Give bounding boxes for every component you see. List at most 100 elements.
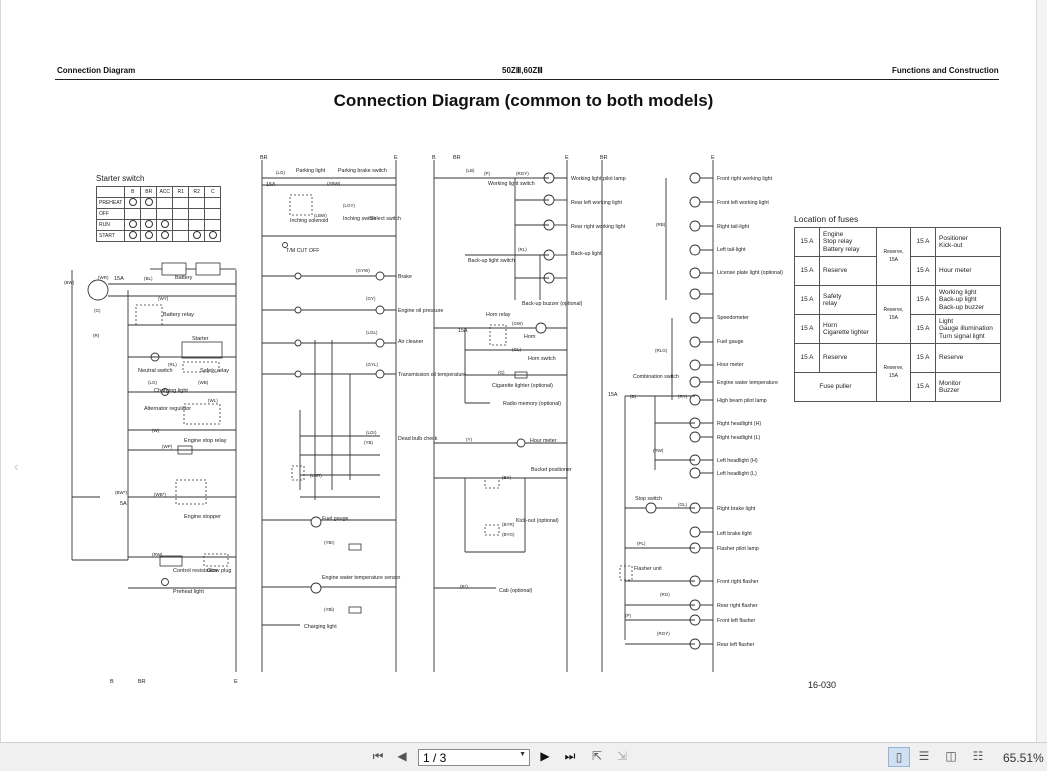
fit-width-icon: ⇲ [616,749,628,763]
wire-code: (LG) [276,170,286,175]
horn-relay-box [489,324,507,346]
fit-page-button[interactable]: ⇱ [588,747,606,765]
hour-meter-symbol [516,438,526,448]
rail-label: B [432,155,436,161]
component-label: Left headlight (L) [717,471,757,477]
fuse-function: Hour meter [935,256,1001,286]
wire-code: (WR) [98,275,109,280]
fuse-function: Engine Stop relay Battery relay [819,227,877,257]
component-label: Engine water temperature sensor [322,575,401,581]
next-page-button[interactable]: ▶ [538,747,552,765]
wire-code: (BL) [144,276,153,281]
wire-code: (RL) [168,362,177,367]
wire-code: (W) [152,428,160,433]
rail-label: BR [453,155,461,161]
component-label: Back-up light switch [468,258,515,264]
lamp-symbol [689,431,701,443]
stop-switch-symbol [645,502,657,514]
wire-code: (LG) [148,380,158,385]
single-page-view-button[interactable]: ▯ [888,747,910,767]
alternator-box [183,403,221,425]
lamp-symbol [689,220,701,232]
contact-mark [144,231,153,239]
two-page-continuous-icon: ☷ [972,749,984,763]
fuse-amp: 15 A [794,285,820,315]
header-center: 50ZⅢ,60ZⅢ [502,66,543,75]
wire-code: (LGL) [366,330,378,335]
component-label: Left tail-light [717,247,746,253]
sensor-symbol [294,272,302,280]
wire-code: (B*) [460,584,468,589]
lamp-symbol [689,359,701,371]
contact-mark [128,220,137,228]
starter-box [181,341,223,359]
wire-code: (WY) [158,296,169,301]
vertical-scrollbar[interactable] [1036,0,1047,742]
wire-code: (RGY) [516,171,529,176]
fuse-row: 15 A Reserve 15 A Hour meter [794,256,1001,286]
component-label: Rear left flasher [717,642,755,648]
last-page-button[interactable]: ⏭ [562,747,578,765]
component-label: Radio memory (optional) [503,401,561,407]
wire-code: (GYW) [356,268,370,273]
component-label: Right headlight (L) [717,435,761,441]
first-page-button[interactable]: ⏮ [370,747,386,765]
starter-header-row: B BR ACC R1 R2 C [95,186,222,198]
wire-code: (YBr) [324,540,335,545]
component-label: Engine oil pressure [398,308,443,314]
component-label: 15A [608,392,618,398]
component-label: Alternator regulator [144,406,191,412]
page-number-field[interactable]: 1 / 3 ▼ [418,749,530,766]
two-page-continuous-button[interactable]: ☷ [968,747,988,765]
starter-row: OFF [95,208,222,220]
lamp-symbol [689,467,701,479]
previous-page-icon: ◀ [397,749,407,763]
contact-mark [208,231,217,239]
fuse-function: Working light Back-up light Back-up buzz… [935,285,1001,315]
wire-code: (WL) [208,398,218,403]
component-label: Cab (optional) [499,588,533,594]
starter-switch-title: Starter switch [96,174,145,183]
chevron-down-icon[interactable]: ▼ [519,751,526,758]
contact-mark [160,220,169,228]
component-label: License plate light (optional) [717,270,783,276]
wire-code: (RLG) [655,348,668,353]
battery-symbol [161,262,187,276]
component-label: Neutral switch [138,368,173,374]
component-label: 15A [458,328,468,334]
two-page-view-button[interactable]: ◫ [941,747,961,765]
continuous-view-button[interactable]: ☰ [914,747,934,765]
previous-page-button[interactable]: ◀ [395,747,409,765]
component-label: Front left working light [717,200,769,206]
component-label: Engine water temperature [717,380,778,386]
wire-code: (GL) [678,502,688,507]
component-label: Back-up light [571,251,602,257]
wire-code: (BW*) [115,490,127,495]
lamp-symbol [689,336,701,348]
wire-code: (BY) [502,475,512,480]
sidebar-toggle-icon[interactable]: ‹ [14,458,19,474]
component-label: Inching switch [343,216,376,222]
component-label: Control resistance [173,568,217,574]
component-label: Front right flasher [717,579,759,585]
component-label: Cigarette lighter (optional) [492,383,553,389]
lighter-symbol [514,371,528,379]
lamp-symbol [689,376,701,388]
wire-code: (G) [94,308,101,313]
header-rule [55,79,999,80]
component-label: Rear right flasher [717,603,758,609]
component-label: Charging light [154,388,188,394]
wire-code: (LB) [466,168,475,173]
warning-lamp-symbol [375,369,385,379]
fit-width-button[interactable]: ⇲ [613,747,631,765]
component-label: Safety relay [200,368,229,374]
lamp-symbol [689,172,701,184]
rail-label: B [110,679,114,685]
component-label: Parking brake switch [338,168,387,174]
wire-code: (LGr) [366,430,377,435]
component-label: Air cleaner [398,339,424,345]
preheat-light-symbol [161,578,169,586]
wire-code: (RW) [653,448,664,453]
fuse-reserve: Reserve, 15A [876,343,911,402]
component-label: Working light pilot lamp [571,176,626,182]
